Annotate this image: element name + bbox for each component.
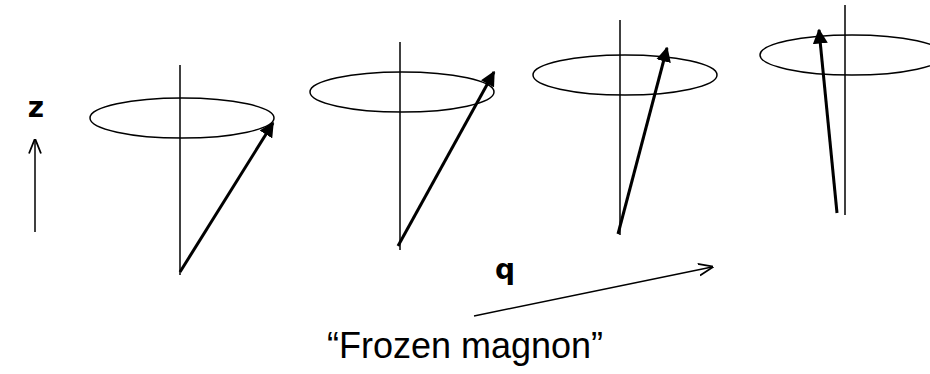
spin-site	[533, 20, 717, 235]
spin-site	[90, 65, 274, 275]
z-axis-arrow	[34, 140, 36, 232]
figure-caption: “Frozen magnon”	[327, 328, 603, 364]
vector-label: q	[495, 256, 515, 284]
axis-label: z	[28, 94, 44, 122]
spin-site	[760, 5, 930, 215]
spin-site	[310, 42, 494, 250]
